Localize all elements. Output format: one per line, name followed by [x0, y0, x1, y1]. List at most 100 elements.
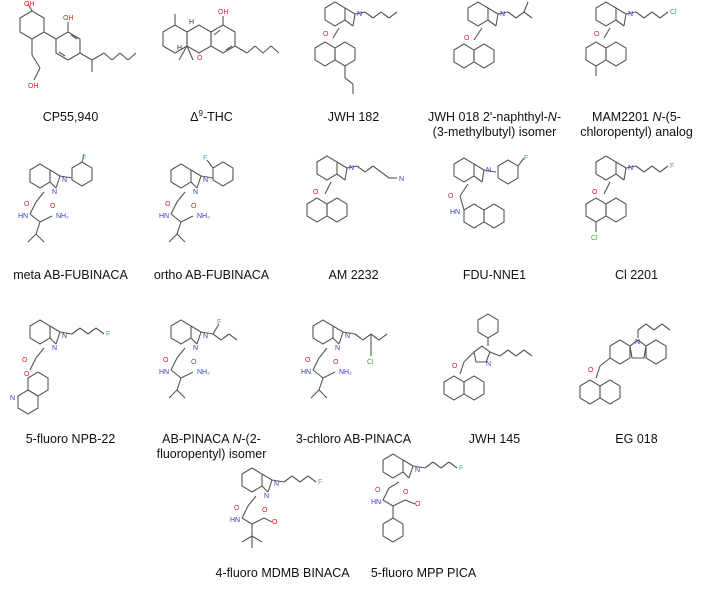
- atom-o-3: O: [415, 501, 421, 508]
- atom-o-1: O: [305, 357, 311, 364]
- atom-f: F: [203, 155, 207, 162]
- atom-o-1: O: [24, 201, 30, 208]
- atom-h-2: H: [177, 45, 182, 52]
- atom-o-3: O: [272, 519, 278, 526]
- atom-n-nitrile: N: [399, 176, 404, 183]
- compound-label: EG 018: [615, 432, 658, 446]
- compound-label: JWH 182: [327, 110, 380, 124]
- atom-n: N: [628, 11, 633, 18]
- atom-f: F: [318, 479, 322, 486]
- structure-am2232: O N N: [283, 152, 424, 262]
- structure-jwh145: O N: [424, 313, 565, 426]
- atom-n: N: [628, 165, 633, 172]
- atom-hn: HN: [450, 209, 460, 216]
- atom-n-quinoline: N: [10, 395, 15, 402]
- compound-label: 5-fluoro NPB-22: [25, 432, 116, 446]
- label-tail: -(5-chloropentyl) analog: [580, 110, 693, 139]
- atom-hn: HN: [159, 213, 169, 220]
- label-tail: -(3-methylbutyl) isomer: [432, 110, 561, 139]
- atom-n-2: N: [193, 189, 198, 196]
- atom-hn: HN: [18, 213, 28, 220]
- atom-oh-1: OH: [24, 1, 35, 8]
- atom-o: O: [313, 189, 319, 196]
- compound-label: CP55,940: [42, 110, 99, 124]
- atom-hn: HN: [230, 517, 240, 524]
- atom-hn: HN: [301, 369, 311, 376]
- structure-thc: H H OH O: [141, 0, 282, 100]
- atom-n-1: N: [62, 333, 67, 340]
- structure-5f-npb22: O N N F O N: [0, 316, 141, 426]
- atom-n: N: [415, 467, 420, 474]
- label-superscript: 9: [198, 108, 203, 118]
- compound-label: AB-PINACA N-(2-fluoropentyl) isomer: [141, 432, 282, 462]
- compound-label: MAM2201 N-(5-chloropentyl) analog: [566, 110, 707, 140]
- atom-nh2: NH₂: [197, 213, 210, 220]
- atom-o-2: O: [191, 203, 197, 210]
- atom-o-2: O: [403, 489, 409, 496]
- structure-jwh182: O N: [283, 0, 424, 100]
- atom-f: F: [524, 155, 528, 162]
- structure-mam2201: O N Cl: [566, 0, 707, 100]
- label-italic: N: [652, 110, 662, 124]
- compound-label: ortho AB-FUBINACA: [153, 268, 270, 282]
- label-main: MAM2201: [592, 110, 653, 124]
- compound-label: 4-fluoro MDMB BINACA: [215, 566, 350, 580]
- atom-n: N: [357, 11, 362, 18]
- atom-h-1: H: [189, 19, 194, 26]
- atom-f: F: [217, 319, 221, 326]
- compound-label: AM 2232: [328, 268, 379, 282]
- structure-ab-pinaca-iso: F O N N HN NH₂ O: [141, 316, 282, 426]
- atom-f: F: [670, 163, 674, 170]
- atom-hn: HN: [159, 369, 169, 376]
- atom-o: O: [464, 35, 470, 42]
- atom-n-1: N: [62, 177, 67, 184]
- label-italic: N: [547, 110, 557, 124]
- atom-n: N: [635, 339, 640, 346]
- atom-n-2: N: [335, 345, 340, 352]
- label-main: JWH 018 2'-naphthyl-: [427, 110, 548, 124]
- atom-n-1: N: [203, 177, 208, 184]
- compound-label: Cl 2201: [614, 268, 659, 282]
- atom-n-1: N: [345, 333, 350, 340]
- atom-o-2: O: [262, 507, 268, 514]
- compound-label: 5-fluoro MPP PICA: [370, 566, 477, 580]
- atom-n-1: N: [203, 333, 208, 340]
- atom-f: F: [459, 465, 463, 472]
- atom-n: N: [486, 361, 491, 368]
- atom-cl: Cl: [670, 9, 677, 16]
- atom-o: O: [594, 31, 600, 38]
- structure-ci2201: O N F Cl: [566, 152, 707, 262]
- atom-o: O: [592, 189, 598, 196]
- atom-nh2: NH₂: [197, 369, 210, 376]
- atom-hn: HN: [371, 499, 381, 506]
- compound-label: 3-chloro AB-PINACA: [295, 432, 412, 446]
- structure-ortho-ab-fubinaca: F O N N HN NH₂ O: [141, 152, 282, 262]
- label-tail: -(2-fluoropentyl) isomer: [156, 432, 267, 461]
- structure-cp55940: OH OH OH: [0, 0, 141, 100]
- structure-eg018: O N: [566, 316, 707, 426]
- label-italic: N: [232, 432, 242, 446]
- atom-o-1: O: [163, 357, 169, 364]
- atom-o-1: O: [165, 201, 171, 208]
- atom-f: F: [82, 155, 86, 162]
- atom-nh2: NH₂: [339, 369, 352, 376]
- label-prefix: Δ: [190, 110, 199, 124]
- structure-meta-ab-fubinaca: F O N N HN NH₂ O: [0, 152, 141, 262]
- compound-label: JWH 018 2'-naphthyl-N-(3-methylbutyl) is…: [424, 110, 565, 140]
- atom-o-1: O: [234, 505, 240, 512]
- structure-jwh018-iso: O N: [424, 0, 565, 100]
- atom-o-2: O: [50, 203, 56, 210]
- atom-n-2: N: [193, 345, 198, 352]
- atom-n: N: [500, 11, 505, 18]
- compound-label: meta AB-FUBINACA: [13, 268, 128, 282]
- atom-o: O: [323, 31, 329, 38]
- atom-n: N: [486, 167, 491, 174]
- structure-4f-mdmb-binaca: O N N HN O O F: [212, 466, 353, 562]
- atom-oh-2: OH: [63, 15, 74, 22]
- atom-n-1: N: [349, 165, 354, 172]
- label-suffix: -THC: [202, 110, 233, 124]
- atom-n-2: N: [264, 493, 269, 500]
- atom-n-1: N: [274, 481, 279, 488]
- atom-oh: OH: [218, 9, 229, 16]
